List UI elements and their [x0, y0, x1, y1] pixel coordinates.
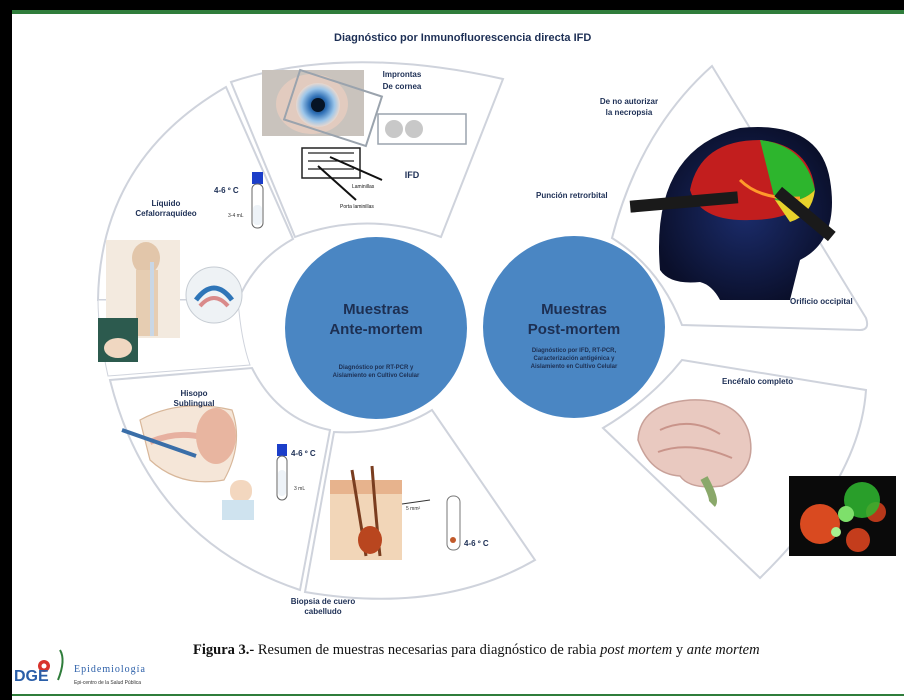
label-ml-hisopo: 3 mL [294, 486, 305, 492]
ante-mortem-heading-2: Ante-mortem [329, 321, 422, 338]
post-mortem-desc-2: Caracterización antigénica y [533, 356, 615, 362]
label-biopsia-2: cabelludo [304, 607, 341, 616]
biopsy-tube [446, 495, 461, 551]
label-no-autorizar-1: De no autorizar [600, 97, 658, 106]
caption-italic-post: post mortem [600, 642, 673, 658]
label-improntas-2: De cornea [383, 82, 422, 91]
post-mortem-circle [483, 236, 665, 418]
logo-name: Epidemiología [74, 664, 146, 675]
cornea-illustration [262, 68, 467, 148]
diagram-title: Diagnóstico por Inmunofluorescencia dire… [334, 32, 591, 44]
post-mortem-desc-3: Aislamiento en Cultivo Celular [531, 364, 618, 370]
label-orificio: Orificio occipital [790, 297, 853, 306]
label-mm: 5 mm² [406, 506, 421, 512]
saliva-tube [276, 444, 288, 501]
label-biopsia-1: Biopsia de cuero [291, 597, 356, 606]
logo-subtitle: Epi-centro de la Salud Pública [74, 680, 141, 686]
post-mortem-desc-1: Diagnóstico por IFD, RT-PCR, [532, 348, 617, 354]
label-ifd: IFD [405, 170, 420, 180]
head-brain-illustration [629, 127, 836, 300]
ante-mortem-desc-2: Aislamiento en Cultivo Celular [333, 373, 420, 379]
label-hisopo-1: Hisopo [180, 389, 207, 398]
label-lcr-2: Cefalorraquídeo [135, 209, 196, 218]
csf-tube [251, 172, 264, 229]
label-puncion: Punción retrorbital [536, 191, 608, 200]
ante-mortem-circle [285, 237, 467, 419]
label-temp-hisopo: 4-6 º C [291, 449, 316, 458]
post-mortem-heading-1: Muestras [541, 301, 607, 318]
label-improntas-1: Improntas [383, 70, 422, 79]
caption-mid: y [672, 642, 687, 658]
label-porta: Porta laminillas [340, 204, 374, 210]
spine-illustration [98, 240, 243, 362]
caption-label: Figura 3.- [193, 642, 255, 658]
label-ml-lcr: 3-4 mL [228, 213, 244, 219]
epidemiologia-logo [12, 649, 904, 696]
caption-text: Resumen de muestras necesarias para diag… [254, 642, 601, 658]
label-laminillas: Laminillas [352, 184, 375, 190]
mouth-swab-illustration [121, 405, 254, 520]
caption-italic-ante: ante mortem [686, 642, 760, 658]
label-temp-biopsia: 4-6 º C [464, 539, 489, 548]
whole-brain-illustration [637, 399, 752, 507]
label-no-autorizar-2: la necropsia [606, 108, 653, 117]
ante-mortem-heading-1: Muestras [343, 301, 409, 318]
label-lcr-1: Líquido [152, 199, 181, 208]
top-accent-line [12, 10, 904, 14]
fluorescence-micrograph [789, 476, 896, 556]
skin-biopsy-illustration [330, 465, 431, 560]
label-temp-lcr: 4-6 º C [214, 186, 239, 195]
logo-mark: DGE [14, 668, 49, 685]
slide-holder-illustration [301, 147, 383, 201]
post-mortem-heading-2: Post-mortem [528, 321, 621, 338]
ante-mortem-desc-1: Diagnóstico por RT-PCR y [339, 365, 414, 371]
label-encefalo: Encéfalo completo [722, 377, 793, 386]
figure-caption: Figura 3.- Resumen de muestras necesaria… [193, 642, 760, 659]
label-hisopo-2: Sublingual [174, 399, 215, 408]
